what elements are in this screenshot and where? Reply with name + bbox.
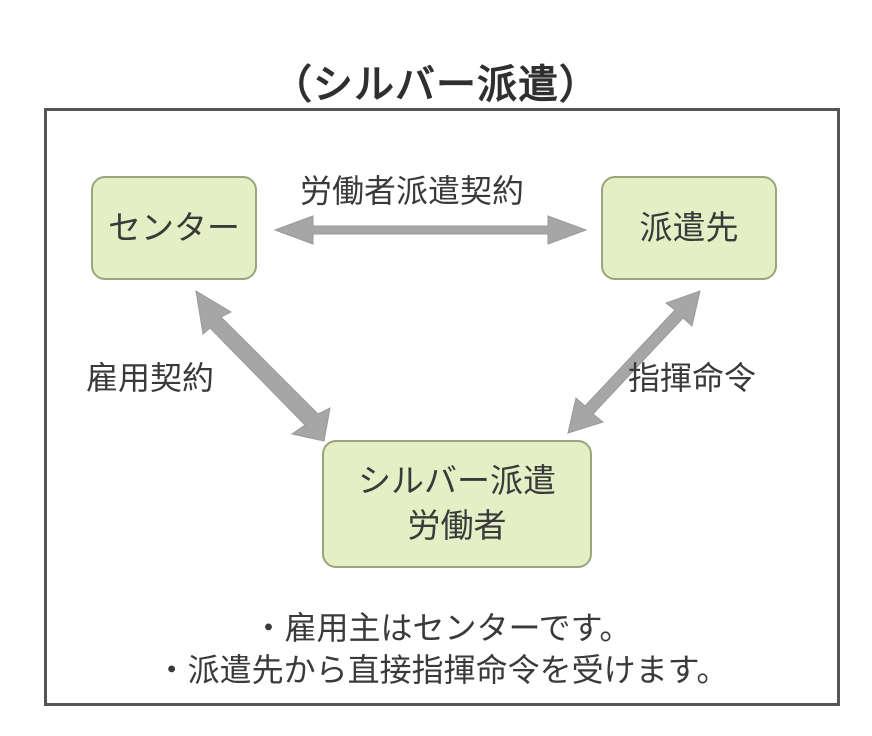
- note-command: ・派遣先から直接指揮命令を受けます。: [155, 650, 729, 689]
- employment-contract-label: 雇用契約: [86, 359, 215, 397]
- node-worker-label-line2: 労働者: [407, 506, 507, 545]
- diagram-title: （シルバー派遣）: [272, 62, 600, 108]
- node-destination: 派遣先: [601, 176, 777, 280]
- command-label: 指揮命令: [628, 359, 757, 397]
- dispatch-contract-label: 労働者派遣契約: [300, 172, 525, 210]
- node-center: センター: [91, 176, 257, 280]
- dispatch-contract-arrow: [273, 215, 588, 245]
- node-destination-label: 派遣先: [639, 207, 739, 247]
- command-arrow: [567, 290, 701, 434]
- employment-contract-arrow: [195, 290, 331, 442]
- note-employer: ・雇用主はセンターです。: [252, 609, 632, 647]
- node-worker: シルバー派遣 労働者: [322, 440, 592, 568]
- node-center-label: センター: [108, 207, 240, 247]
- node-worker-label-line1: シルバー派遣: [358, 461, 556, 501]
- notes: ・雇用主はセンターです。 ・派遣先から直接指揮命令を受けます。: [44, 608, 840, 691]
- diagram-frame: [44, 108, 840, 706]
